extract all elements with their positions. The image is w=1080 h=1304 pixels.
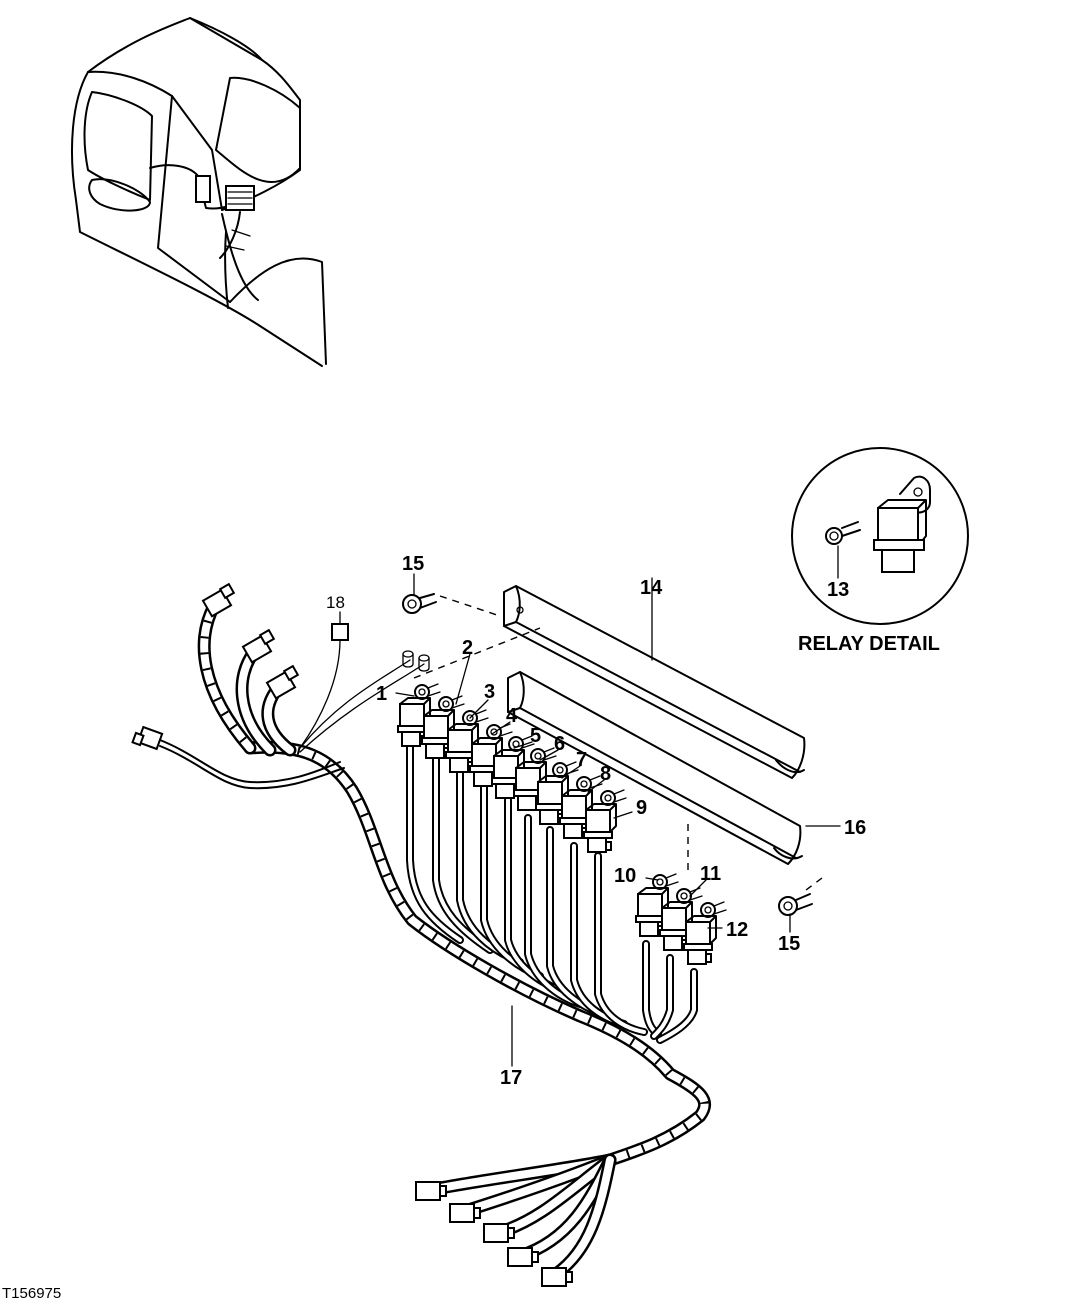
relays <box>397 683 727 965</box>
relay-11 <box>659 887 703 951</box>
callout-16: 16 <box>844 817 866 839</box>
bottom-connector-2-icon <box>449 1203 481 1223</box>
callout-5: 5 <box>530 725 541 747</box>
relay-detail: 13 RELAY DETAIL <box>791 447 969 655</box>
connector-top-3-icon <box>265 664 300 700</box>
callout-8: 8 <box>600 763 611 785</box>
figure-id: T156975 <box>2 1285 61 1302</box>
cab-illustration <box>71 17 327 367</box>
relay-6 <box>513 747 557 811</box>
relay-detail-title: RELAY DETAIL <box>798 633 940 655</box>
connector-left-icon <box>131 725 164 751</box>
relay-12 <box>683 901 727 965</box>
bottom-connector-3-icon <box>483 1223 515 1243</box>
callout-13: 13 <box>827 579 849 601</box>
relay-7 <box>535 761 579 825</box>
bottom-connector-1-icon <box>415 1181 447 1201</box>
leader-lines <box>395 573 841 1067</box>
relay-10 <box>635 873 679 937</box>
callout-15-bottom: 15 <box>778 933 800 955</box>
callout-10: 10 <box>614 865 636 887</box>
bolt-15-top-icon <box>402 593 437 614</box>
relay-8 <box>559 775 603 839</box>
harness-connectors <box>131 582 573 1287</box>
callout-15-top: 15 <box>402 553 424 575</box>
mounting-rail-16 <box>507 671 803 865</box>
connector-top-1-icon <box>201 582 236 618</box>
mounting-rail-14 <box>503 585 806 779</box>
bottom-connector-5-icon <box>541 1267 573 1287</box>
callout-7: 7 <box>576 749 587 771</box>
callout-18: 18 <box>326 593 345 612</box>
callout-6: 6 <box>554 733 565 755</box>
callout-labels: 1 2 3 4 5 6 7 8 9 10 11 12 14 15 15 16 1… <box>326 553 866 1089</box>
callout-12: 12 <box>726 919 748 941</box>
plug-icons <box>402 650 430 672</box>
callout-11: 11 <box>700 863 721 885</box>
relay-detail-circle <box>791 447 969 625</box>
callout-9: 9 <box>636 797 647 819</box>
callout-4: 4 <box>506 705 518 727</box>
relay-wires <box>406 736 698 1044</box>
bolt-13-icon <box>825 521 861 545</box>
callout-2: 2 <box>462 637 473 659</box>
connector-top-2-icon <box>241 628 276 664</box>
callout-1: 1 <box>376 683 387 705</box>
bottom-connector-4-icon <box>507 1247 539 1267</box>
harness-17 <box>159 599 711 1281</box>
relay-bracket <box>899 475 931 514</box>
relay-9 <box>583 789 627 853</box>
callout-3: 3 <box>484 681 495 703</box>
bolt-15-bottom-icon <box>778 893 813 916</box>
item-18-icon <box>331 611 349 641</box>
callout-17: 17 <box>500 1067 522 1089</box>
callout-14: 14 <box>640 577 663 599</box>
